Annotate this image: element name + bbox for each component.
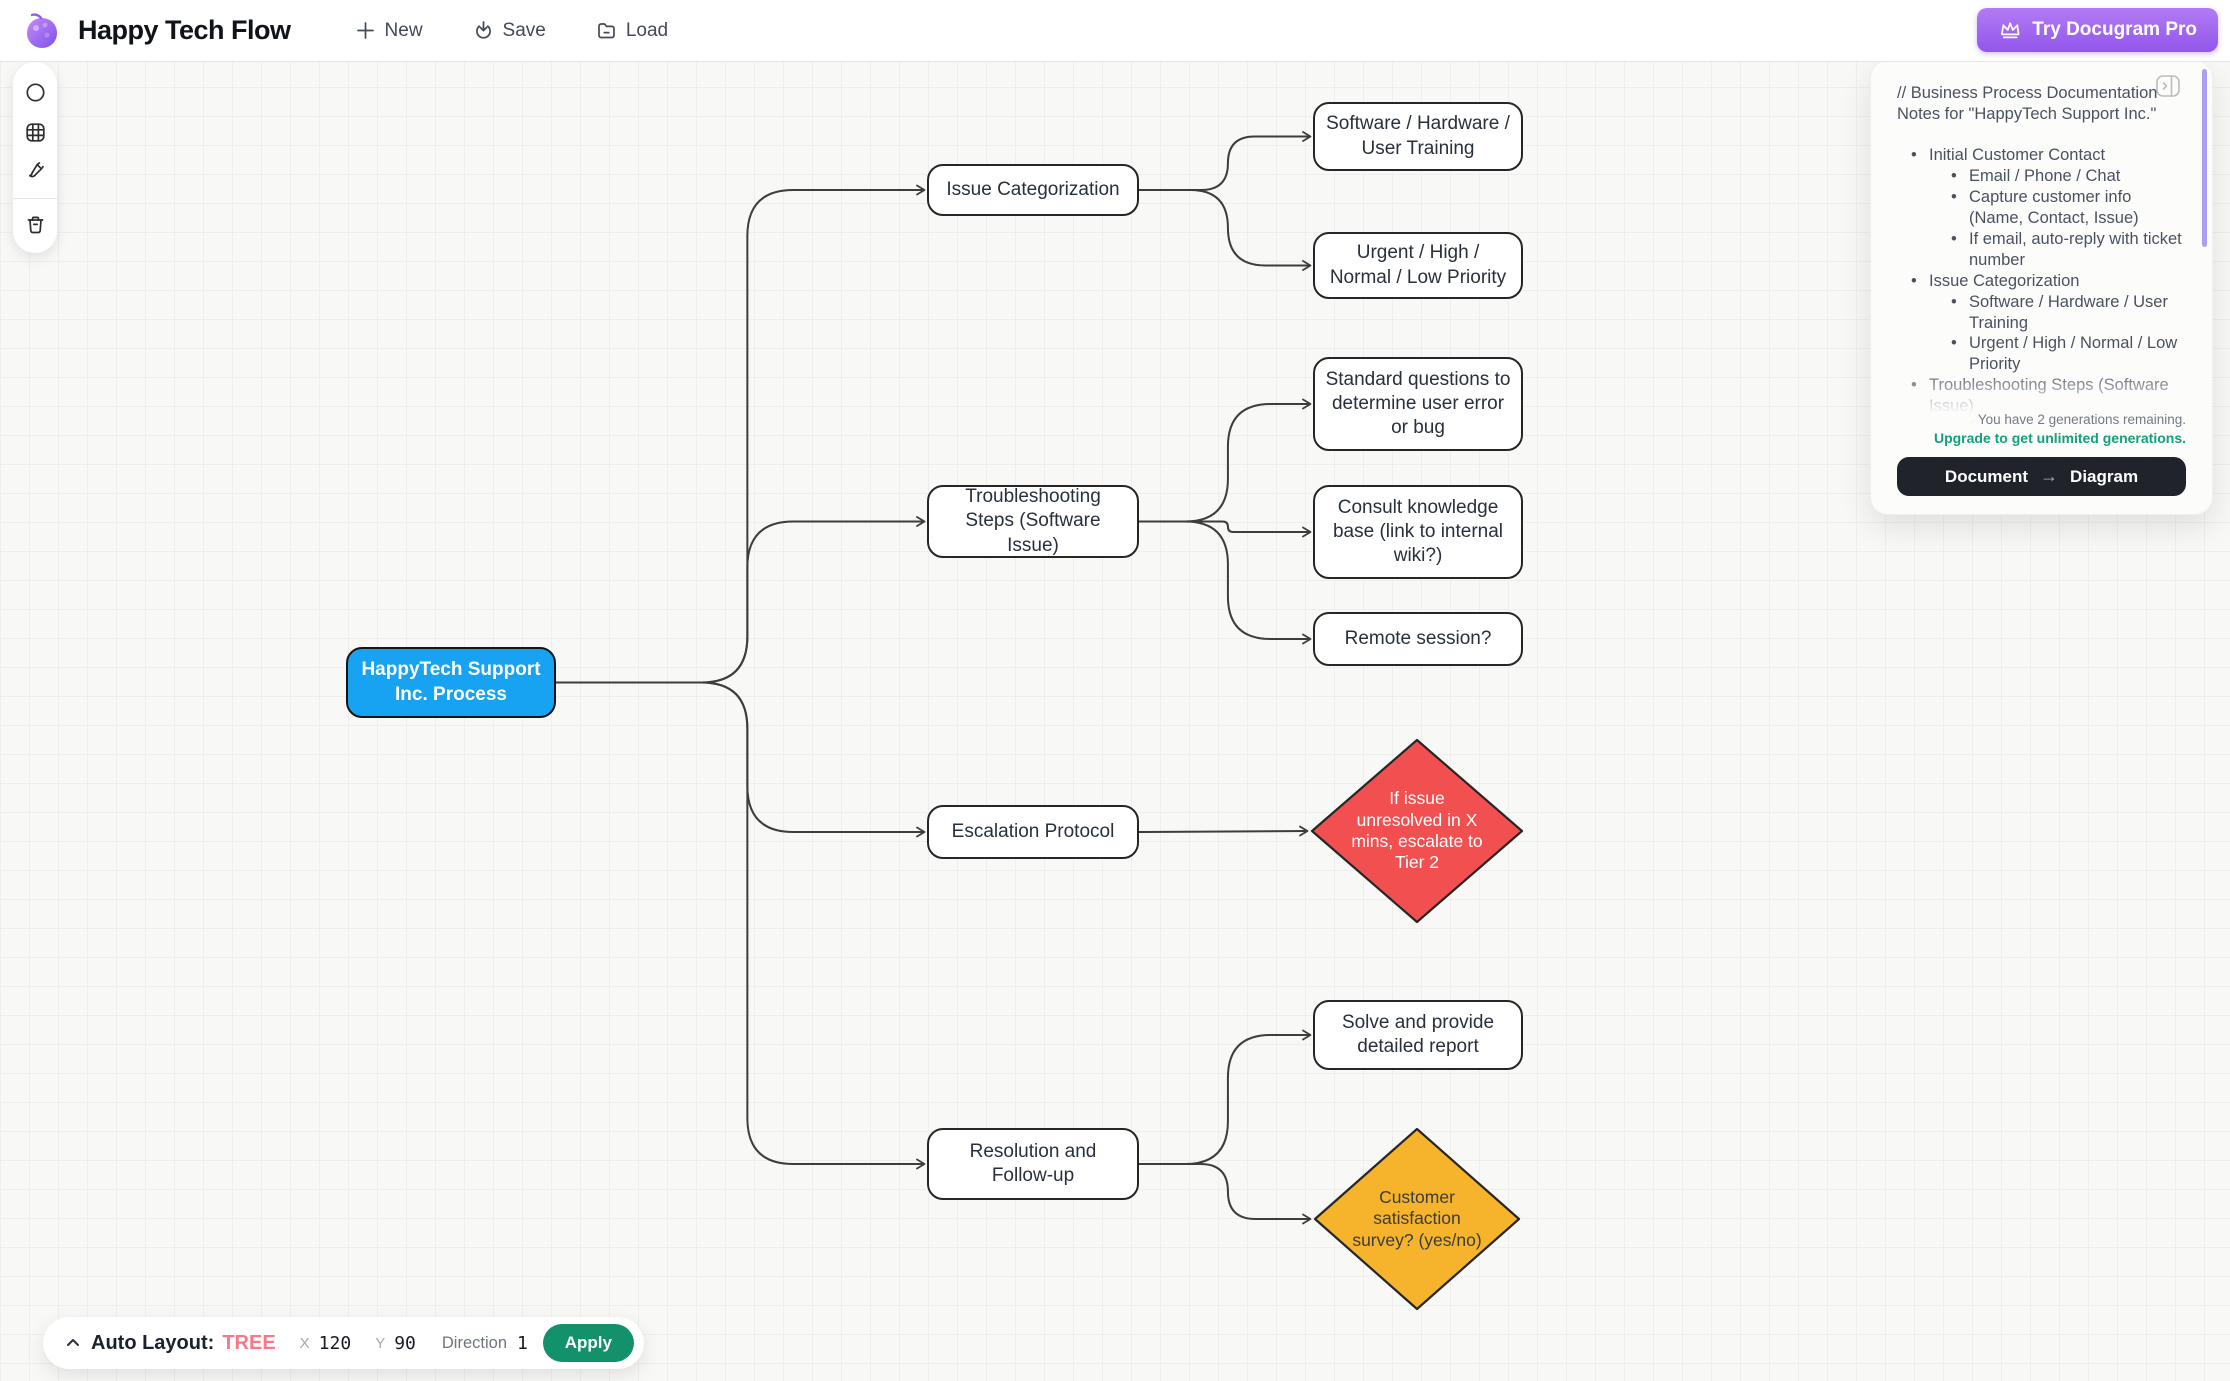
node-label: HappyTech Support Inc. Process: [361, 659, 541, 705]
menu-item-label: Load: [625, 19, 669, 41]
try-pro-label: Try Docugram Pro: [2032, 19, 2197, 40]
convert-from-label: Document: [1944, 466, 2029, 486]
node-standard[interactable]: Standard questions to determine user err…: [1313, 357, 1523, 451]
auto-layout-label: Auto Layout:: [91, 1331, 215, 1354]
node-label: Remote session?: [1344, 627, 1492, 649]
node-label: Consult knowledge base (link to internal…: [1332, 496, 1504, 567]
edge-issue-to-urgent: [1139, 189, 1312, 271]
chevron-up-icon: [67, 1339, 79, 1346]
notes-bullet: Initial Customer ContactEmail / Phone / …: [1911, 145, 2186, 271]
node-label: Resolution and Follow-up: [969, 1140, 1097, 1186]
brush-icon: [28, 161, 44, 177]
node-survey[interactable]: Customer satisfaction survey? (yes/no): [1313, 1127, 1521, 1311]
node-label: Troubleshooting Steps (Software Issue): [965, 486, 1101, 556]
notes-sub-bullet: If email, auto-reply with ticket number: [1951, 229, 2186, 271]
upgrade-link[interactable]: Upgrade to get unlimited generations.: [1933, 430, 2186, 446]
edge-resolution-to-solve: [1139, 1029, 1312, 1165]
panel-collapse-button[interactable]: [2154, 72, 2182, 100]
app-title: Happy Tech Flow: [78, 15, 291, 45]
download-icon: [475, 21, 491, 39]
node-issue[interactable]: Issue Categorization: [927, 164, 1139, 216]
topbar-menu: New Save Load: [349, 19, 675, 43]
node-label: Issue Categorization: [946, 178, 1120, 200]
folder-icon: [598, 23, 615, 39]
node-root[interactable]: HappyTech Support Inc. Process: [346, 647, 556, 718]
tool-divider: [13, 198, 57, 199]
notes-panel: // Business Process Documentation Notes …: [1870, 60, 2213, 515]
notes-sub-bullet: Capture customer info (Name, Contact, Is…: [1951, 187, 2186, 229]
direction-label: Direction: [441, 1333, 507, 1352]
trash-icon: [27, 216, 43, 233]
diamond-shape: [1310, 738, 1524, 924]
node-urgent[interactable]: Urgent / High / Normal / Low Priority: [1313, 232, 1523, 299]
diamond-shape: [1313, 1127, 1521, 1311]
layout-mode-value[interactable]: TREE: [222, 1331, 276, 1354]
edge-resolution-to-survey: [1139, 1163, 1312, 1225]
collapse-panel-button[interactable]: [65, 1335, 81, 1351]
node-label: Software / Hardware / User Training: [1326, 113, 1510, 159]
node-remote[interactable]: Remote session?: [1313, 612, 1523, 666]
node-label: Escalation Protocol: [951, 820, 1115, 842]
generations-remaining-note: You have 2 generations remaining.: [1977, 412, 2186, 427]
edge-troubleshooting-to-standard: [1139, 398, 1312, 523]
apply-button[interactable]: Apply: [542, 1324, 634, 1362]
tool-grid-toggle[interactable]: [15, 112, 55, 152]
node-consult[interactable]: Consult knowledge base (link to internal…: [1313, 485, 1523, 579]
edge-root-to-issue: [556, 184, 926, 684]
tool-palette: [13, 62, 57, 253]
document-to-diagram-button[interactable]: Document → Diagram: [1897, 457, 2186, 496]
panel-collapse-icon: [2156, 75, 2180, 97]
node-label: Solve and provide detailed report: [1341, 1011, 1495, 1057]
edge-escalation-to-tier2: [1138, 825, 1309, 837]
notes-sub-bullet: Email / Phone / Chat: [1951, 166, 2186, 187]
grid-icon: [25, 122, 45, 142]
tool-shape-circle[interactable]: [15, 72, 55, 112]
edge-root-to-resolution: [556, 681, 926, 1170]
tool-brush[interactable]: [15, 152, 55, 192]
auto-layout-bar: Auto Layout: TREE X 120 Y 90 Direction 1…: [43, 1317, 644, 1369]
node-software[interactable]: Software / Hardware / User Training: [1313, 102, 1523, 171]
menu-item-load[interactable]: Load: [590, 19, 674, 43]
menu-item-label: Save: [502, 19, 546, 41]
menu-item-label: New: [384, 19, 423, 41]
menu-item-new[interactable]: New: [349, 19, 429, 43]
node-label: Urgent / High / Normal / Low Priority: [1329, 242, 1507, 288]
edge-root-to-troubleshooting: [556, 516, 926, 684]
notes-outline: Initial Customer ContactEmail / Phone / …: [1897, 145, 2186, 424]
try-pro-button[interactable]: Try Docugram Pro: [1977, 8, 2218, 52]
app-logo-icon: [27, 12, 57, 48]
notes-sub-bullet: Urgent / High / Normal / Low Priority: [1951, 333, 2186, 375]
edge-root-to-escalation: [556, 681, 926, 838]
menu-item-save[interactable]: Save: [467, 19, 552, 43]
plus-icon: [356, 22, 374, 39]
top-bar: Happy Tech Flow New Save Load Try Docugram…: [0, 0, 2230, 62]
crown-icon: [2001, 21, 2020, 38]
node-label: Standard questions to determine user err…: [1325, 368, 1511, 439]
panel-scrollbar[interactable]: [2202, 69, 2207, 247]
node-tier2[interactable]: If issue unresolved in X mins, escalate …: [1310, 738, 1524, 924]
node-troubleshooting[interactable]: Troubleshooting Steps (Software Issue): [927, 485, 1139, 558]
notes-sub-bullet: Software / Hardware / User Training: [1951, 292, 2186, 334]
y-spacing-label: Y: [375, 1334, 386, 1352]
tool-trash[interactable]: [15, 205, 55, 245]
notes-text[interactable]: // Business Process Documentation Notes …: [1897, 83, 2186, 424]
edge-troubleshooting-to-consult: [1139, 520, 1312, 538]
node-escalation[interactable]: Escalation Protocol: [927, 805, 1139, 859]
direction-value[interactable]: 1: [517, 1332, 528, 1354]
node-label: If issue unresolved in X mins, escalate …: [1351, 788, 1483, 873]
edge-issue-to-software: [1139, 131, 1312, 191]
convert-to-label: Diagram: [2070, 466, 2139, 486]
x-spacing-value[interactable]: 120: [318, 1332, 352, 1354]
node-resolution[interactable]: Resolution and Follow-up: [927, 1128, 1139, 1200]
node-label: Customer satisfaction survey? (yes/no): [1352, 1186, 1482, 1250]
node-solve[interactable]: Solve and provide detailed report: [1313, 1000, 1523, 1070]
edge-troubleshooting-to-remote: [1139, 520, 1312, 645]
x-spacing-label: X: [299, 1334, 310, 1352]
y-spacing-value[interactable]: 90: [394, 1332, 416, 1354]
arrow-right-icon: →: [2040, 466, 2059, 486]
circle-icon: [25, 82, 45, 102]
notes-title: // Business Process Documentation Notes …: [1897, 84, 2158, 123]
